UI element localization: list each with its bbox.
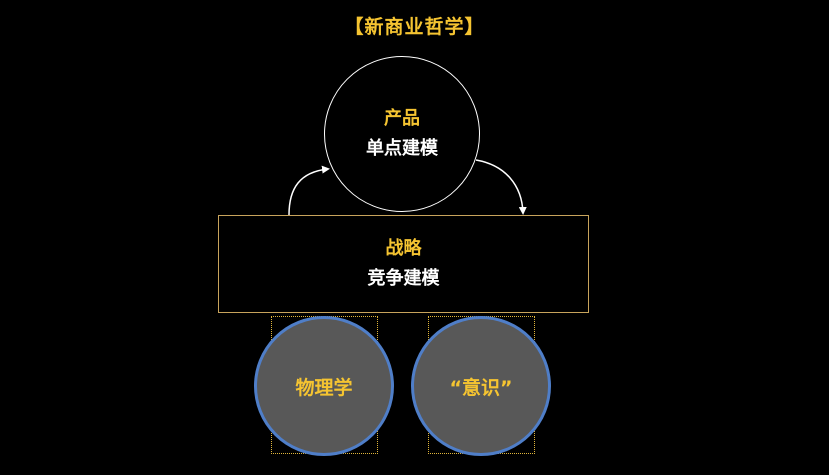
strategy-box: 战略 竞争建模 bbox=[218, 215, 589, 313]
consciousness-circle: “意识” bbox=[411, 316, 551, 456]
diagram-title: 【新商业哲学】 bbox=[344, 16, 485, 38]
physics-circle: 物理学 bbox=[254, 316, 394, 456]
arrow-product-to-strategy bbox=[475, 159, 527, 215]
product-sublabel: 单点建模 bbox=[366, 137, 438, 159]
physics-label: 物理学 bbox=[295, 376, 353, 399]
arrow-strategy-to-product bbox=[288, 165, 330, 216]
consciousness-label: “意识” bbox=[449, 376, 513, 399]
strategy-label: 战略 bbox=[385, 237, 422, 259]
strategy-sublabel: 竞争建模 bbox=[367, 267, 440, 289]
product-label: 产品 bbox=[384, 107, 420, 129]
product-circle: 产品 单点建模 bbox=[324, 56, 480, 212]
